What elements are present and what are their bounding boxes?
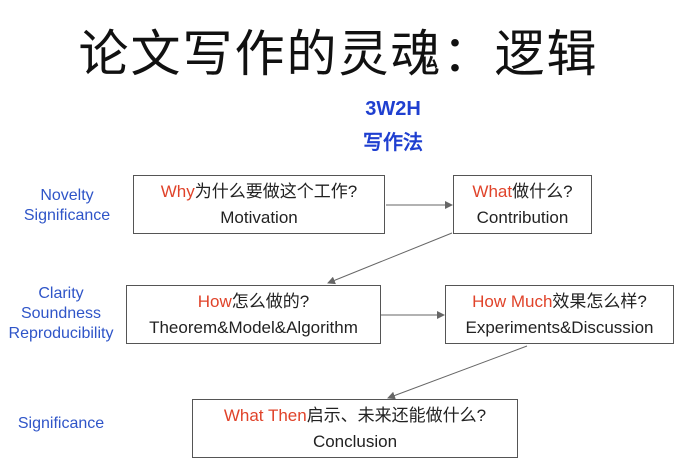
box-how-question: How怎么做的? [198, 289, 309, 315]
box-what: What做什么? Contribution [453, 175, 592, 234]
side-label-row3: Significance [6, 414, 116, 434]
side-label-soundness: Soundness [20, 305, 102, 322]
subtitle-method-suffix: 写作法 [363, 132, 423, 154]
box-what-question-text: 做什么? [512, 181, 573, 201]
box-what-question: What做什么? [472, 179, 572, 205]
box-what-then-label: Conclusion [312, 431, 398, 451]
arrow-what-to-how [327, 232, 453, 285]
box-how-much-label: Experiments&Discussion [465, 317, 654, 337]
side-label-significance-conclusion: Significance [17, 415, 105, 432]
box-what-then: What Then启示、未来还能做什么? Conclusion [192, 399, 518, 458]
box-how-much: How Much效果怎么样? Experiments&Discussion [445, 285, 674, 344]
arrow-howmuch-to-whatthen [387, 345, 528, 400]
page-title: 论文写作的灵魂：逻辑 [78, 25, 599, 83]
side-label-significance: Significance [23, 207, 111, 224]
box-why-key: Why [160, 181, 195, 201]
box-what-label: Contribution [476, 207, 569, 227]
box-what-then-question: What Then启示、未来还能做什么? [224, 403, 486, 429]
side-label-novelty: Novelty [40, 187, 94, 204]
side-label-row2: Clarity Soundness Reproducibility [0, 284, 122, 344]
side-label-clarity: Clarity [38, 285, 84, 302]
box-why-question: Why为什么要做这个工作? [161, 179, 357, 205]
box-what-then-question-text: 启示、未来还能做什么? [306, 405, 487, 425]
box-what-key: What [472, 181, 513, 201]
box-how-much-question-text: 效果怎么样? [552, 291, 647, 311]
side-label-reproducibility: Reproducibility [8, 325, 114, 342]
box-why-question-text: 为什么要做这个工作? [194, 181, 358, 201]
box-what-then-key: What Then [223, 405, 307, 425]
box-how-key: How [197, 291, 232, 311]
box-how-label: Theorem&Model&Algorithm [149, 317, 358, 337]
box-how-question-text: 怎么做的? [231, 291, 310, 311]
box-how-much-key: How Much [472, 291, 553, 311]
box-how-much-question: How Much效果怎么样? [472, 289, 647, 315]
box-why-label: Motivation [220, 207, 298, 227]
side-label-row1: Novelty Significance [10, 186, 124, 226]
box-how: How怎么做的? Theorem&Model&Algorithm [126, 285, 381, 344]
subtitle-method-name: 3W2H [365, 98, 421, 120]
box-why: Why为什么要做这个工作? Motivation [133, 175, 385, 234]
